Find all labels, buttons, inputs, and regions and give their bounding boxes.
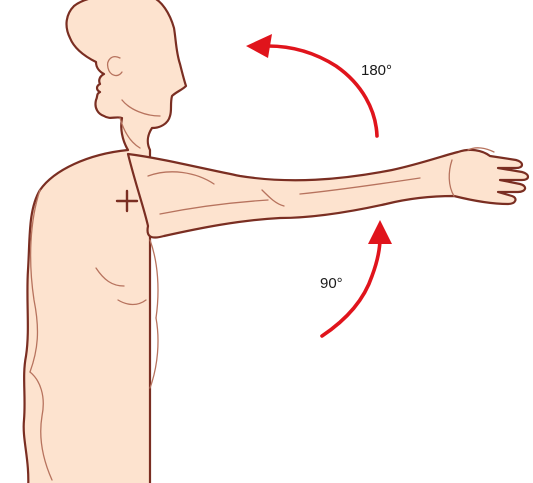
chest-contour <box>150 240 158 318</box>
human-figure <box>24 0 186 483</box>
torso-silhouette <box>24 0 186 483</box>
abdomen-contour <box>150 318 158 388</box>
raised-arm <box>128 148 528 238</box>
angle-label-90: 90° <box>320 275 343 292</box>
arrowhead-up-icon <box>368 220 392 244</box>
angle-label-180: 180° <box>361 62 392 79</box>
arrowhead-up-left-icon <box>246 34 272 58</box>
arrow-to-180 <box>246 34 377 136</box>
arc-upper <box>268 46 377 136</box>
arm-silhouette <box>128 150 528 238</box>
